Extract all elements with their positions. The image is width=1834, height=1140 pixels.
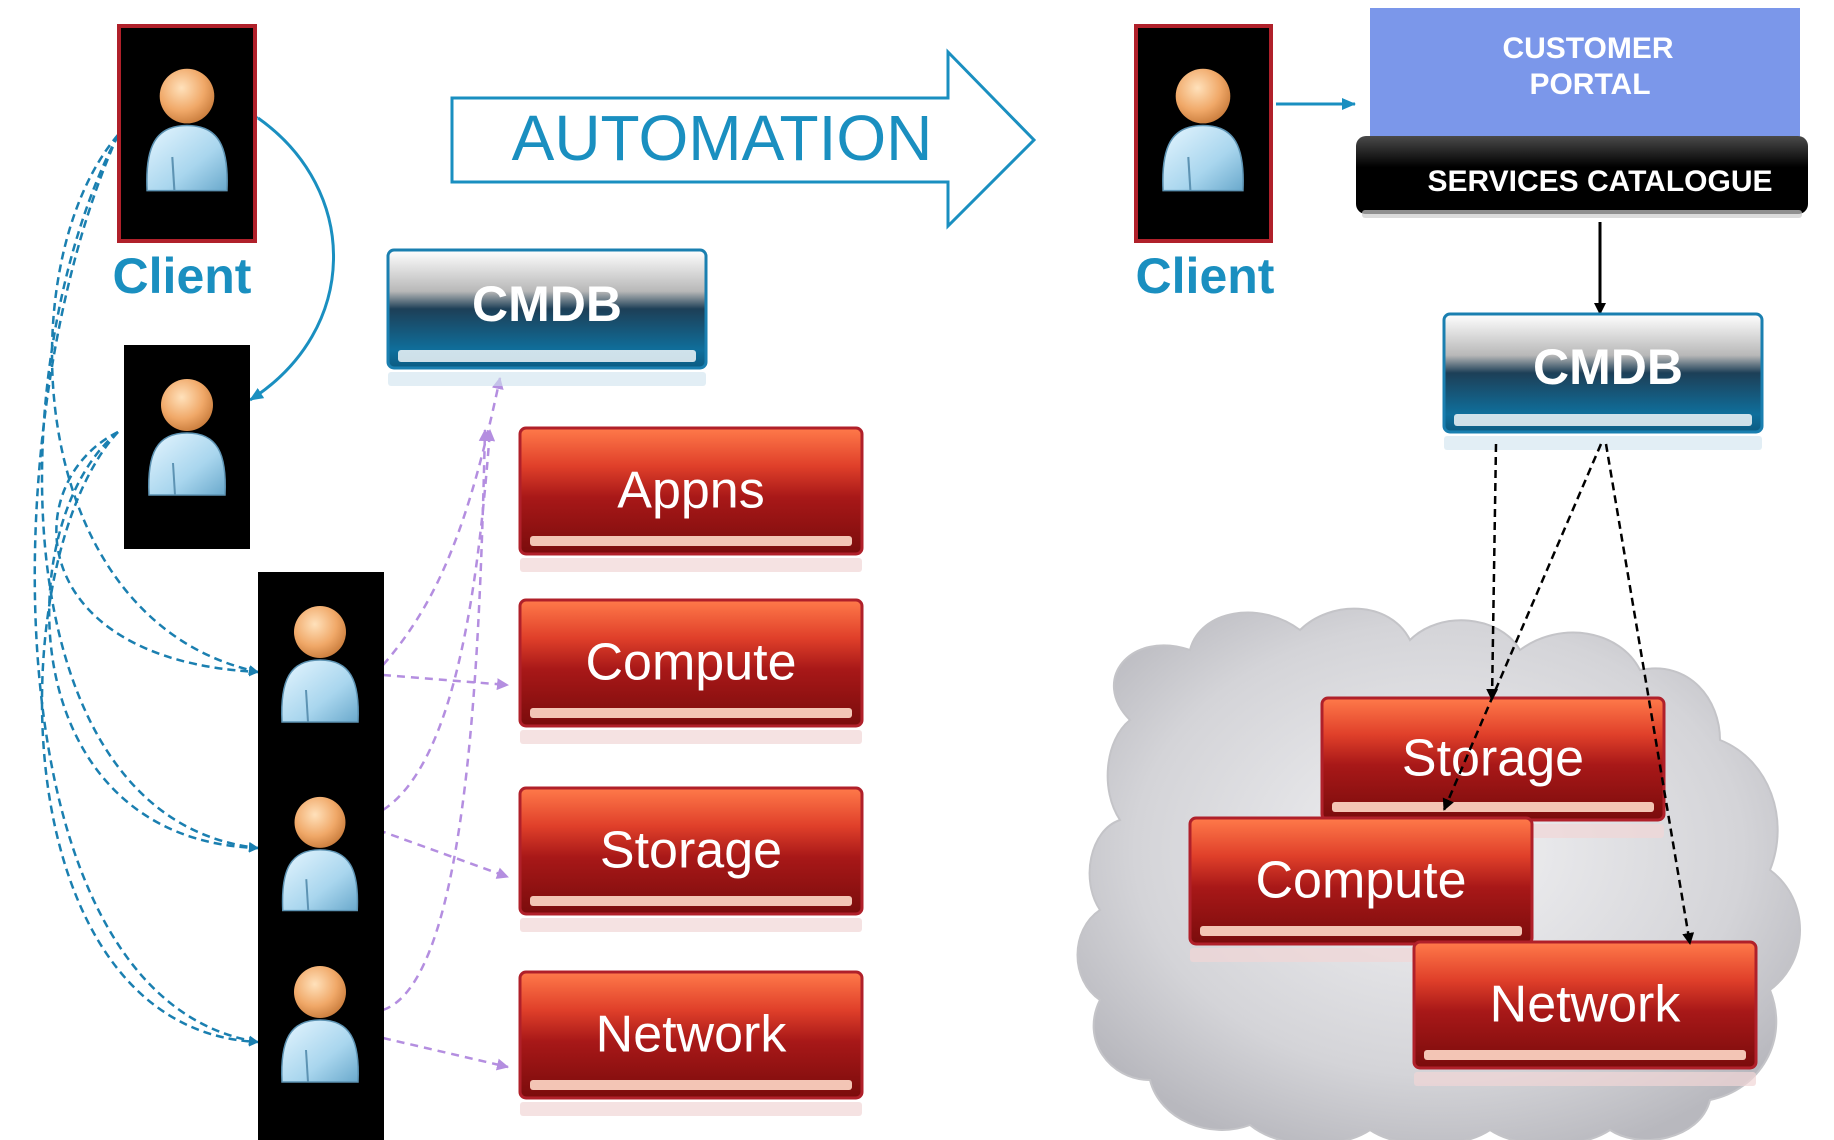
customer-portal-box — [1370, 8, 1800, 138]
right-client-avatar — [1134, 24, 1273, 243]
portal-label-line2: PORTAL — [1529, 68, 1650, 101]
cmdb-provisioning-arrows — [1442, 443, 1695, 945]
engineer-avatar-3 — [258, 938, 384, 1140]
services-catalogue-label: SERVICES CATALOGUE — [1427, 165, 1772, 198]
right-cmdb-label: CMDB — [1533, 339, 1683, 395]
left-support-connections — [33, 134, 259, 1047]
helpdesk-avatar — [124, 345, 250, 549]
left-client-avatar — [117, 24, 257, 243]
engineer-avatar-2 — [258, 768, 384, 938]
left-tier-storage: Storage — [518, 786, 864, 932]
left-engineer-connections — [377, 377, 509, 1071]
left-tier-compute: Compute — [518, 598, 864, 744]
left-tier-appns: Appns — [518, 426, 864, 572]
right-tier-storage-label: Storage — [1402, 730, 1584, 788]
left-client-label: Client — [113, 248, 252, 304]
right-tier-network-label: Network — [1490, 976, 1682, 1034]
automation-arrow — [450, 48, 1037, 230]
right-tier-network: Network — [1412, 940, 1758, 1086]
left-tier-appns-label: Appns — [617, 462, 764, 520]
left-cmdb-label: CMDB — [472, 276, 622, 332]
left-tier-network-label: Network — [596, 1006, 788, 1064]
left-tier-storage-label: Storage — [600, 822, 782, 880]
automation-label: AUTOMATION — [512, 102, 933, 174]
client-escalation-arrow — [243, 105, 335, 402]
engineer-avatar-1 — [258, 572, 384, 768]
right-client-label: Client — [1136, 248, 1275, 304]
portal-label-line1: CUSTOMER — [1502, 32, 1673, 65]
left-tier-network: Network — [518, 970, 864, 1116]
left-cmdb-box — [386, 248, 708, 386]
services-catalogue-box — [1356, 136, 1808, 218]
left-tier-compute-label: Compute — [586, 634, 797, 692]
right-tier-compute-label: Compute — [1256, 852, 1467, 910]
right-tier-compute: Compute — [1188, 816, 1534, 962]
right-cmdb-box — [1442, 312, 1764, 450]
